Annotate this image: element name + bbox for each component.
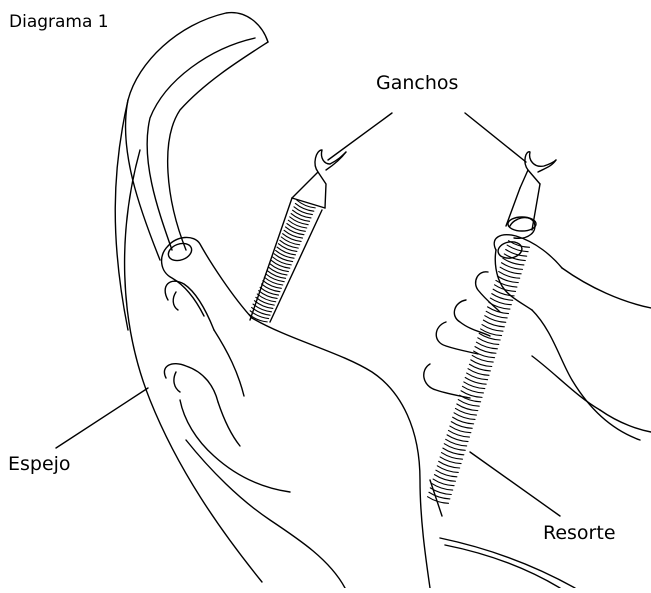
spring-label: Resorte xyxy=(543,524,616,543)
left-spring xyxy=(249,150,346,322)
right-spring-coils xyxy=(428,241,530,504)
mirror-leader xyxy=(56,388,148,448)
diagram-title: Diagrama 1 xyxy=(9,14,109,31)
hooks-leader-left xyxy=(328,113,392,160)
hooks-leader-right xyxy=(465,113,526,162)
spring-leader xyxy=(470,452,560,516)
mirror-label: Espejo xyxy=(8,455,71,474)
mirror-shell xyxy=(115,13,575,588)
right-spring xyxy=(428,152,556,516)
hooks-label: Ganchos xyxy=(376,74,458,93)
left-hand xyxy=(162,237,430,588)
left-spring-coils xyxy=(249,200,315,322)
